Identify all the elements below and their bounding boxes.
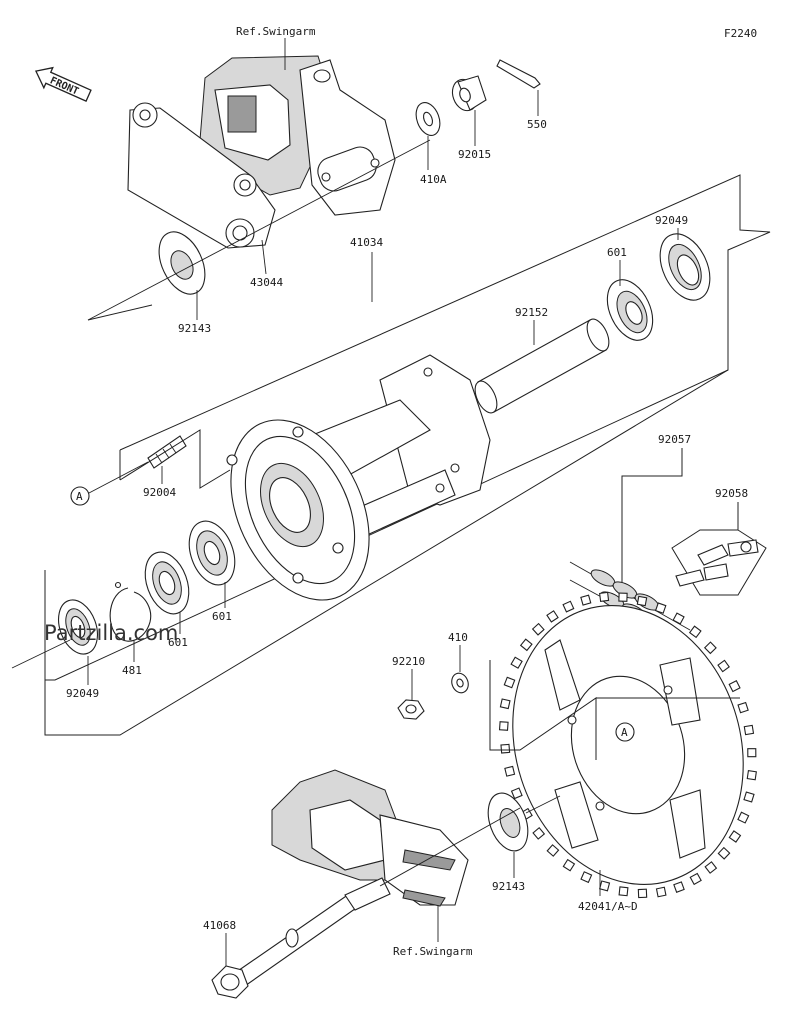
label-43044: 43044 [250,276,283,289]
ref-marker-a-right [615,722,635,742]
label-601-left-b: 601 [168,636,188,649]
sprocket-tooth [637,888,648,899]
sprocket-tooth [673,881,685,893]
washer-410 [451,672,469,694]
label-92210: 92210 [392,655,425,668]
sprocket-tooth [743,724,755,736]
sprocket-tooth [717,846,731,860]
front-arrow-icon: FRONT [34,66,92,102]
sprocket-tooth [746,770,757,781]
label-41068: 41068 [203,919,236,932]
label-92015: 92015 [458,148,491,161]
label-481: 481 [122,664,142,677]
sprocket-tooth [599,591,610,602]
collar-92143-bottom [487,792,529,852]
stud-92004 [147,435,187,469]
label-ref-swingarm-top: Ref.Swingarm [236,25,316,38]
sprocket-tooth [519,638,533,652]
sprocket-tooth [618,592,628,602]
sprocket-tooth [510,656,523,669]
figure-code: F2240 [724,27,757,40]
sprocket-tooth [655,886,667,898]
label-601-right: 601 [607,246,627,259]
nut-92210 [397,699,425,720]
sprocket-tooth [737,811,750,824]
sprocket-tooth [618,886,629,897]
sprocket-tooth [580,871,593,884]
sprocket-tooth [510,787,523,800]
sprocket-tooth [688,625,702,639]
sprocket-tooth [636,595,648,607]
sprocket-tooth [654,602,667,614]
ref-marker-a-left-text: A [76,490,83,503]
sprocket-tooth [499,698,511,710]
label-92057: 92057 [658,433,691,446]
washer-410a [415,102,441,136]
sprocket-tooth [743,791,755,803]
label-42041: 42041/A~D [578,900,638,913]
ref-marker-a-right-text: A [621,726,628,739]
cotter-pin-550 [496,59,541,89]
sprocket-tooth [717,659,730,673]
master-link-92058 [675,539,759,587]
sprocket-tooth [546,610,559,623]
axle-41068 [211,877,391,999]
sprocket-tooth [728,830,742,843]
label-410: 410 [448,631,468,644]
circlip-481 [109,581,152,642]
sprocket-tooth [672,612,685,625]
bearing-601-right [606,279,654,341]
label-92143-bottom: 92143 [492,880,525,893]
sprocket-tooth [747,748,757,758]
sprocket-tooth [532,826,546,840]
label-92049-right: 92049 [655,214,688,227]
sprocket-tooth [500,743,511,754]
nut-92015 [451,75,487,112]
label-41034: 41034 [350,236,383,249]
rear-hub [226,354,491,601]
spacer-92152 [474,318,610,414]
label-92143-top: 92143 [178,322,211,335]
sprocket-tooth [704,861,718,874]
collar-92143-top [158,231,206,295]
sprocket-tooth [562,600,575,613]
label-92049-left: 92049 [66,687,99,700]
bearing-601-left-b [144,551,190,615]
seal-92049-left [58,599,98,655]
sprocket-tooth [498,721,509,731]
label-92058: 92058 [715,487,748,500]
sprocket-tooth [580,594,592,606]
label-ref-swingarm-bottom: Ref.Swingarm [393,945,473,958]
sprocket-tooth [737,701,749,714]
sprocket-tooth [531,622,545,636]
swingarm-bottom [271,769,469,907]
label-550: 550 [527,118,547,131]
sprocket-42041 [498,591,757,899]
sprocket-tooth [689,872,702,886]
sprocket-tooth [599,880,611,892]
sprocket-tooth [503,676,516,689]
sprocket-tooth [546,844,560,857]
label-92004: 92004 [143,486,176,499]
bearing-601-left-a [188,520,236,586]
seal-92049-right [659,233,711,301]
swingarm-top [199,55,396,216]
sprocket-tooth [504,765,516,777]
sprocket-tooth [703,641,717,655]
watermark: Partzilla.com [44,621,178,645]
ref-marker-a-left [70,486,90,506]
sprocket-tooth [728,679,741,693]
label-601-left-a: 601 [212,610,232,623]
label-410a: 410A [420,173,447,186]
sprocket-tooth [562,858,576,872]
label-92152: 92152 [515,306,548,319]
